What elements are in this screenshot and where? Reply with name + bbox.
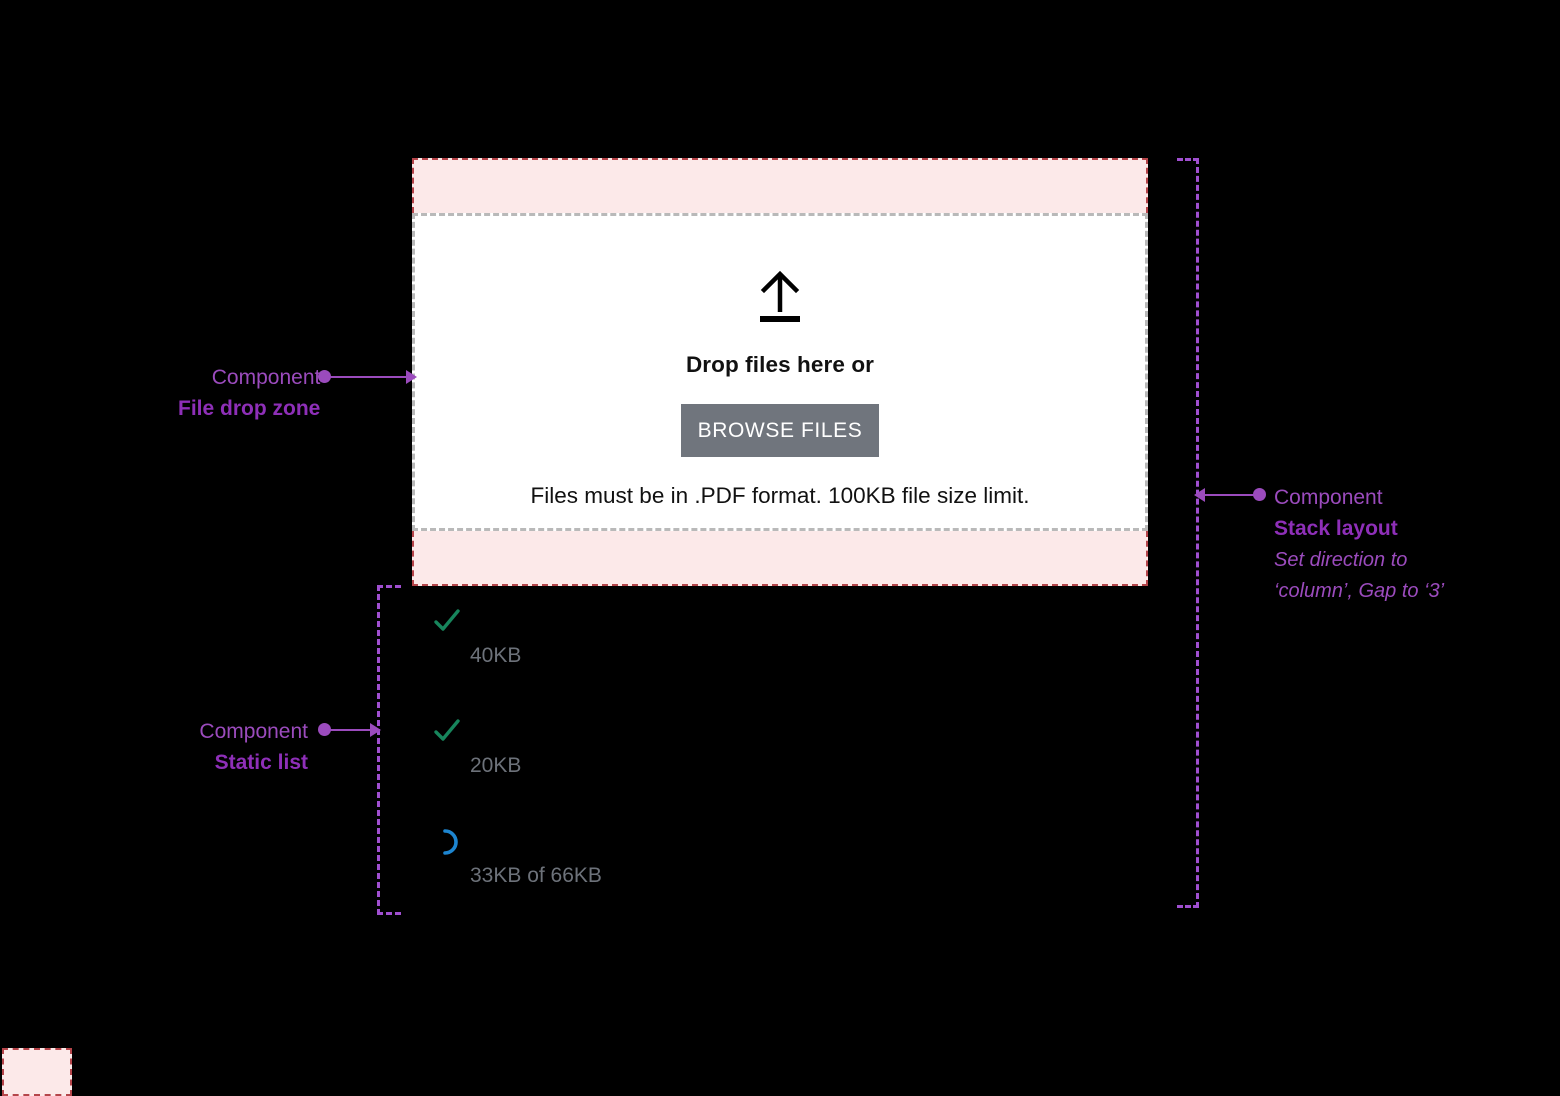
drop-zone-help-text: Files must be in .PDF format. 100KB file… — [530, 483, 1030, 508]
stack-layout-bracket — [1177, 158, 1199, 908]
file-drop-zone[interactable]: Drop files here or BROWSE FILES Files mu… — [412, 213, 1148, 531]
drop-zone-title: Drop files here or — [685, 352, 875, 377]
file-size: 20KB — [470, 754, 522, 777]
callout-kicker: Component — [211, 366, 321, 389]
connector-line — [1203, 494, 1255, 496]
spinner-icon — [443, 829, 458, 855]
stack-layout-container: Drop files here or BROWSE FILES Files mu… — [412, 158, 1148, 586]
connector-arrow-right-icon — [406, 370, 417, 384]
connector-arrow-left-icon — [1194, 488, 1205, 502]
spacing-band-bottom — [412, 531, 1148, 586]
list-item[interactable]: 33KB of 66KB — [414, 820, 1154, 930]
file-size: 40KB — [470, 644, 522, 667]
list-item[interactable]: 40KB — [414, 600, 1154, 710]
connector-dot — [1253, 488, 1266, 501]
callout-kicker: Component — [1274, 486, 1383, 509]
connector-line — [328, 376, 410, 378]
connector-dot — [318, 723, 331, 736]
callout-static-list: Component Static list — [175, 717, 308, 779]
connector-line — [328, 729, 374, 731]
static-list-bracket — [377, 585, 401, 915]
callout-component-name: Stack layout — [1274, 517, 1398, 541]
connector-dot — [318, 370, 331, 383]
callout-file-drop-zone: Component File drop zone — [178, 363, 320, 425]
callout-note-line-1: Set direction to — [1274, 548, 1408, 571]
static-list: 40KB 20KB 33KB of 66KB — [414, 600, 1154, 930]
callout-kicker: Component — [199, 720, 308, 743]
callout-component-name: Static list — [214, 751, 308, 775]
callout-component-name: File drop zone — [178, 397, 321, 421]
check-icon — [434, 719, 460, 741]
spacing-band-top — [412, 158, 1148, 213]
connector-arrow-right-icon — [370, 723, 381, 737]
callout-stack-layout: Component Stack layout Set direction to … — [1274, 483, 1444, 607]
legend-spacing-swatch — [2, 1048, 72, 1096]
callout-note-line-2: ‘column’, Gap to ‘3’ — [1274, 579, 1445, 602]
upload-arrow-icon — [760, 270, 800, 322]
list-item[interactable]: 20KB — [414, 710, 1154, 820]
check-icon — [434, 609, 460, 631]
file-progress: 33KB of 66KB — [470, 864, 602, 887]
browse-files-button[interactable]: BROWSE FILES — [681, 404, 879, 457]
